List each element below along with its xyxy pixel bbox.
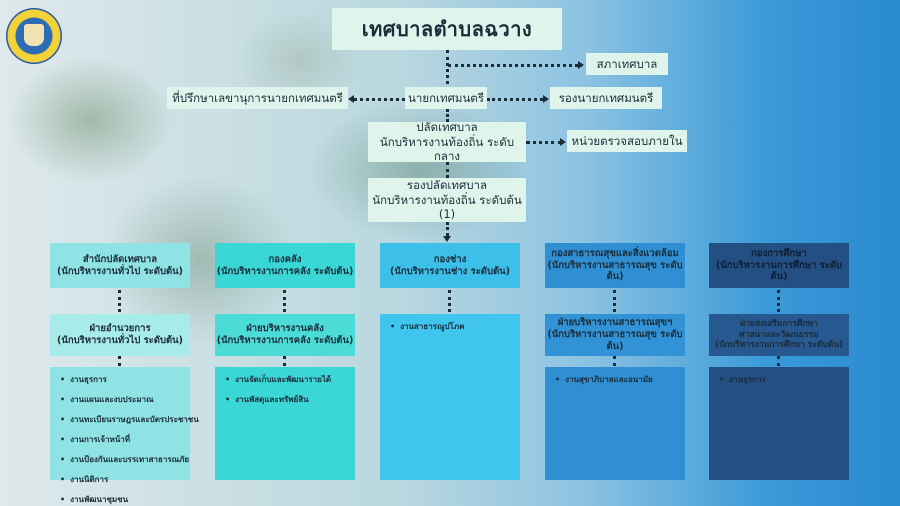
department-1-box: สำนักปลัดเทศบาล (นักบริหารงานทั่วไป ระดั… <box>50 243 190 288</box>
connector-dept1-sub <box>118 290 121 312</box>
department-3-rank: (นักบริหารงานช่าง ระดับต้น) <box>389 265 511 277</box>
department-4-division-name: ฝ่ายบริหารงานสาธารณสุขฯ <box>557 317 673 329</box>
department-5-division-rank: (นักบริหารงานการศึกษา ระดับต้น) <box>714 340 844 351</box>
connector-dept3-list <box>448 290 451 312</box>
deputy-mayor-box: รองนายกเทศมนตรี <box>550 87 662 109</box>
connector-dept5-sub <box>777 290 780 312</box>
department-2-division-box: ฝ่ายบริหารงานคลัง (นักบริหารงานการคลัง ร… <box>215 314 355 356</box>
connector-clerk-deputy <box>446 162 449 178</box>
list-item: งานทะเบียนราษฎรและบัตรประชาชน <box>60 413 199 426</box>
list-item: งานแผนและงบประมาณ <box>60 393 184 406</box>
department-1-rank: (นักบริหารงานทั่วไป ระดับต้น) <box>56 265 183 277</box>
list-item: งานสุขาภิบาลและอนามัย <box>555 373 679 386</box>
department-2-division-name: ฝ่ายบริหารงานคลัง <box>246 323 324 335</box>
mayor-box: นายกเทศมนตรี <box>405 87 487 109</box>
department-3-task-list: งานสาธารณูปโภค <box>380 314 520 480</box>
connector-title-trunk <box>446 50 449 90</box>
arrow-to-audit <box>560 138 566 146</box>
council-box: สภาเทศบาล <box>586 53 668 75</box>
connector-deputy-mayor <box>487 98 543 101</box>
department-1-division-rank: (นักบริหารงานทั่วไป ระดับต้น) <box>56 335 183 346</box>
department-2-box: กองคลัง (นักบริหารงานการคลัง ระดับต้น) <box>215 243 355 288</box>
deputy-clerk-title: รองปลัดเทศบาล <box>406 178 488 193</box>
deputy-clerk-box: รองปลัดเทศบาล นักบริหารงานท้องถิ่น ระดับ… <box>368 178 526 222</box>
clerk-rank: นักบริหารงานท้องถิ่น ระดับกลาง <box>379 134 515 164</box>
arrow-to-deputy-mayor <box>543 95 549 103</box>
department-2-task-list: งานจัดเก็บและพัฒนารายได้ งานพัสดุและทรัพ… <box>215 367 355 480</box>
department-2-name: กองคลัง <box>268 253 302 265</box>
arrow-to-departments <box>443 236 451 242</box>
list-item: งานธุรการ <box>60 373 184 386</box>
department-5-division-name: ฝ่ายส่งเสริมการศึกษา <box>740 319 818 330</box>
department-2-division-rank: (นักบริหารงานการคลัง ระดับต้น) <box>216 335 354 346</box>
connector-mayor-clerk <box>446 109 449 122</box>
department-5-box: กองการศึกษา (นักบริหารงานการศึกษา ระดับต… <box>709 243 849 288</box>
department-5-division-name-2: ศาสนาและวัฒนธรรม <box>739 329 819 340</box>
list-item: งานสาธารณูปโภค <box>390 320 514 333</box>
arrow-to-advisor <box>348 95 354 103</box>
clerk-title: ปลัดเทศบาล <box>416 120 478 135</box>
department-1-name: สำนักปลัดเทศบาล <box>82 253 158 265</box>
department-2-rank: (นักบริหารงานการคลัง ระดับต้น) <box>216 265 354 277</box>
department-3-box: กองช่าง (นักบริหารงานช่าง ระดับต้น) <box>380 243 520 288</box>
connector-dept4-list <box>613 356 616 366</box>
department-1-task-list: งานธุรการ งานแผนและงบประมาณ งานทะเบียนรา… <box>50 367 199 504</box>
department-4-box: กองสาธารณสุขและสิ่งแวดล้อม (นักบริหารงาน… <box>545 243 685 288</box>
connector-council <box>448 64 578 67</box>
connector-dept2-list <box>283 356 286 366</box>
department-5-name: กองการศึกษา <box>751 247 807 259</box>
advisor-box: ที่ปรึกษาเลขานุการนายกเทศมนตรี <box>167 87 348 109</box>
clerk-box: ปลัดเทศบาล นักบริหารงานท้องถิ่น ระดับกลา… <box>368 120 526 164</box>
deputy-clerk-rank: นักบริหารงานท้องถิ่น ระดับต้น (1) <box>372 192 522 222</box>
list-item: งานการเจ้าหน้าที่ <box>60 433 184 446</box>
department-5-task-list: งานธุรการ <box>709 367 849 480</box>
list-item: งานพัฒนาชุมชน <box>60 493 184 506</box>
org-title: เทศบาลตำบลฉวาง <box>332 8 562 50</box>
connector-audit <box>526 141 562 144</box>
list-item: งานป้องกันและบรรเทาสาธารณภัย <box>60 453 189 466</box>
list-item: งานนิติการ <box>60 473 184 486</box>
department-4-division-box: ฝ่ายบริหารงานสาธารณสุขฯ (นักบริหารงานสาธ… <box>545 314 685 356</box>
audit-box: หน่วยตรวจสอบภายใน <box>567 130 687 152</box>
list-item: งานพัสดุและทรัพย์สิน <box>225 393 349 406</box>
connector-deputy-departments <box>446 222 449 236</box>
connector-dept2-sub <box>283 290 286 312</box>
connector-dept5-list <box>777 356 780 366</box>
department-1-division-box: ฝ่ายอำนวยการ (นักบริหารงานทั่วไป ระดับต้… <box>50 314 190 356</box>
arrow-to-council <box>578 61 584 69</box>
connector-dept4-sub <box>613 290 616 312</box>
department-4-task-list: งานสุขาภิบาลและอนามัย <box>545 367 685 480</box>
department-4-name: กองสาธารณสุขและสิ่งแวดล้อม <box>551 247 679 259</box>
connector-advisor <box>354 98 405 101</box>
department-5-division-box: ฝ่ายส่งเสริมการศึกษา ศาสนาและวัฒนธรรม (น… <box>709 314 849 356</box>
department-1-division-name: ฝ่ายอำนวยการ <box>89 323 151 335</box>
department-5-rank: (นักบริหารงานการศึกษา ระดับต้น) <box>715 259 843 283</box>
list-item: งานจัดเก็บและพัฒนารายได้ <box>225 373 349 386</box>
department-3-name: กองช่าง <box>433 253 467 265</box>
department-4-rank: (นักบริหารงานสาธารณสุข ระดับต้น) <box>547 259 683 283</box>
department-4-division-rank: (นักบริหารงานสาธารณสุข ระดับต้น) <box>547 329 683 352</box>
list-item: งานธุรการ <box>719 373 843 386</box>
connector-dept1-list <box>118 356 121 366</box>
municipality-seal-logo <box>6 8 62 64</box>
